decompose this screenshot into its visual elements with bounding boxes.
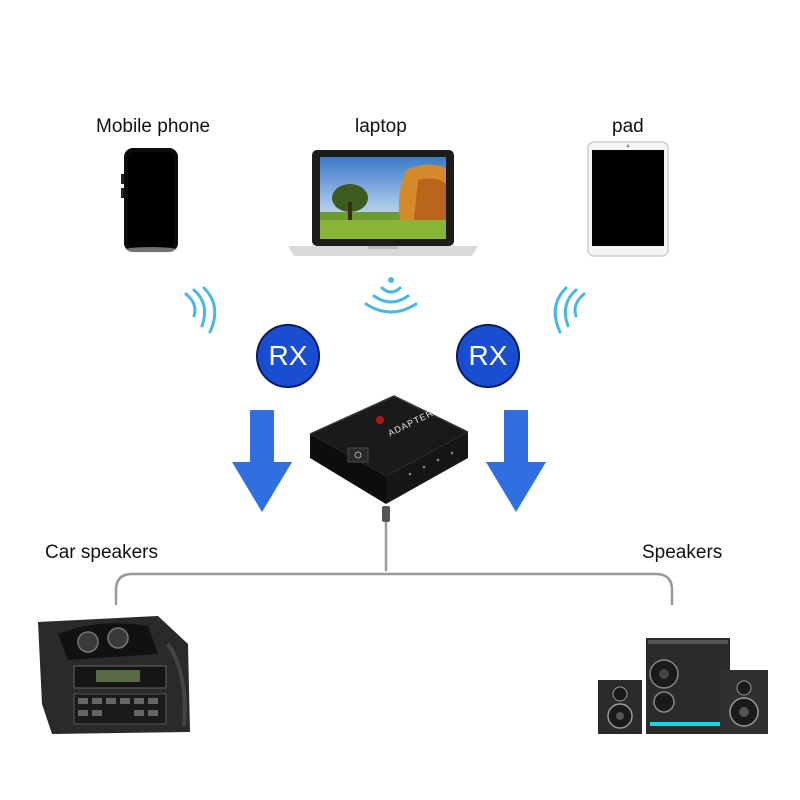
speakers-label: Speakers: [642, 542, 723, 563]
car-dashboard-image: [38, 616, 190, 734]
signal-wave-right-icon: [553, 286, 586, 334]
adapter-device-image: [309, 395, 469, 504]
pad-label: pad: [612, 116, 644, 137]
signal-wave-left-icon: [184, 286, 217, 334]
speakers-image: [598, 638, 768, 734]
mobile-phone-image: [121, 148, 178, 253]
down-arrow-right-icon: [486, 410, 546, 512]
car-speakers-label: Car speakers: [45, 542, 158, 563]
pad-image: [587, 141, 669, 257]
laptop-label: laptop: [355, 116, 407, 137]
mobile-phone-label: Mobile phone: [96, 116, 211, 137]
signal-wave-center-icon: [364, 277, 418, 314]
down-arrow-left-icon: [232, 410, 292, 512]
rx-badge-left: RX: [256, 324, 320, 388]
rx-badge-right: RX: [456, 324, 520, 388]
laptop-image: [288, 150, 478, 256]
